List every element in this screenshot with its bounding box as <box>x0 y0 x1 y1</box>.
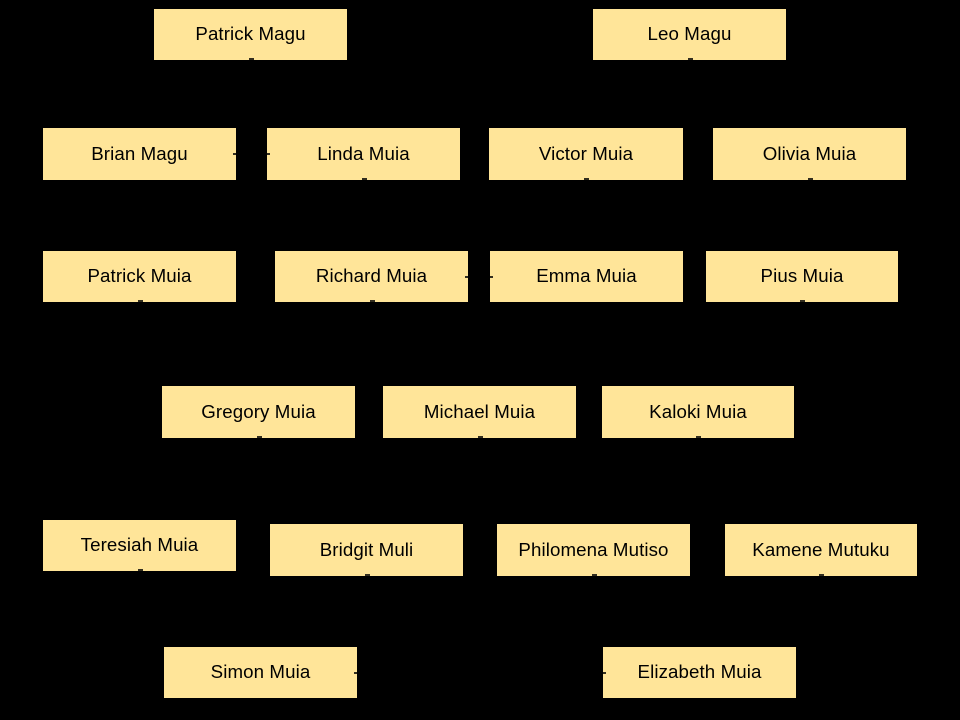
connector-stub-couple-brian-magu <box>233 153 237 155</box>
connector-stub-bottom-kamene-mutuku <box>819 574 824 576</box>
person-name-label: Kaloki Muia <box>649 400 747 422</box>
connector-stub-bottom-patrick-muia <box>138 300 143 302</box>
person-name-label: Michael Muia <box>423 400 536 422</box>
person-name-label: Brian Magu <box>91 142 188 164</box>
tree-node-bridgit-muli[interactable]: Bridgit Muli <box>270 524 463 576</box>
tree-node-richard-muia[interactable]: Richard Muia <box>275 251 468 302</box>
connector-stub-bottom-linda-muia <box>362 178 367 180</box>
tree-node-brian-magu[interactable]: Brian Magu <box>43 128 236 180</box>
person-name-label: Patrick Muia <box>87 265 192 287</box>
tree-node-teresiah-muia[interactable]: Teresiah Muia <box>43 520 236 571</box>
tree-node-leo-magu[interactable]: Leo Magu <box>593 9 786 60</box>
person-name-label: Gregory Muia <box>201 400 316 422</box>
tree-node-kamene-mutuku[interactable]: Kamene Mutuku <box>725 524 917 576</box>
connector-stub-bottom-pius-muia <box>800 300 805 302</box>
tree-node-simon-muia[interactable]: Simon Muia <box>164 647 357 698</box>
connector-stub-bottom-patrick-magu <box>249 58 254 60</box>
person-name-label: Simon Muia <box>210 661 311 683</box>
person-name-label: Richard Muia <box>315 265 428 287</box>
tree-node-philomena-mutiso[interactable]: Philomena Mutiso <box>497 524 690 576</box>
tree-node-emma-muia[interactable]: Emma Muia <box>490 251 683 302</box>
person-name-label: Bridgit Muli <box>319 538 414 560</box>
person-name-label: Elizabeth Muia <box>637 661 762 683</box>
connector-stub-bottom-bridgit-muli <box>365 574 370 576</box>
person-name-label: Emma Muia <box>536 265 637 287</box>
connector-stub-bottom-richard-muia <box>370 300 375 302</box>
tree-node-kaloki-muia[interactable]: Kaloki Muia <box>602 386 794 438</box>
connector-stub-couple-linda-muia <box>266 153 270 155</box>
connector-stub-bottom-victor-muia <box>584 178 589 180</box>
connector-stub-bottom-leo-magu <box>688 58 693 60</box>
person-name-label: Olivia Muia <box>762 142 857 164</box>
tree-node-patrick-muia[interactable]: Patrick Muia <box>43 251 236 302</box>
person-name-label: Pius Muia <box>760 265 844 287</box>
tree-node-olivia-muia[interactable]: Olivia Muia <box>713 128 906 180</box>
connector-stub-bottom-michael-muia <box>478 436 483 438</box>
tree-node-michael-muia[interactable]: Michael Muia <box>383 386 576 438</box>
person-name-label: Philomena Mutiso <box>518 538 669 560</box>
tree-node-linda-muia[interactable]: Linda Muia <box>267 128 460 180</box>
tree-node-gregory-muia[interactable]: Gregory Muia <box>162 386 355 438</box>
person-name-label: Teresiah Muia <box>80 534 199 556</box>
connector-stub-bottom-philomena-mutiso <box>592 574 597 576</box>
person-name-label: Linda Muia <box>317 142 410 164</box>
connector-stub-couple-richard-muia <box>465 276 469 278</box>
tree-node-elizabeth-muia[interactable]: Elizabeth Muia <box>603 647 796 698</box>
connector-stub-bottom-gregory-muia <box>257 436 262 438</box>
person-name-label: Leo Magu <box>647 23 732 45</box>
tree-node-pius-muia[interactable]: Pius Muia <box>706 251 898 302</box>
person-name-label: Kamene Mutuku <box>752 538 890 560</box>
person-name-label: Victor Muia <box>538 142 634 164</box>
tree-node-patrick-magu[interactable]: Patrick Magu <box>154 9 347 60</box>
connector-stub-couple-simon-muia <box>354 672 358 674</box>
tree-node-victor-muia[interactable]: Victor Muia <box>489 128 683 180</box>
connector-stub-bottom-olivia-muia <box>808 178 813 180</box>
connector-stub-couple-elizabeth-muia <box>602 672 606 674</box>
person-name-label: Patrick Magu <box>195 23 306 45</box>
connector-stub-bottom-kaloki-muia <box>696 436 701 438</box>
connector-stub-bottom-teresiah-muia <box>138 569 143 571</box>
connector-stub-couple-emma-muia <box>489 276 493 278</box>
